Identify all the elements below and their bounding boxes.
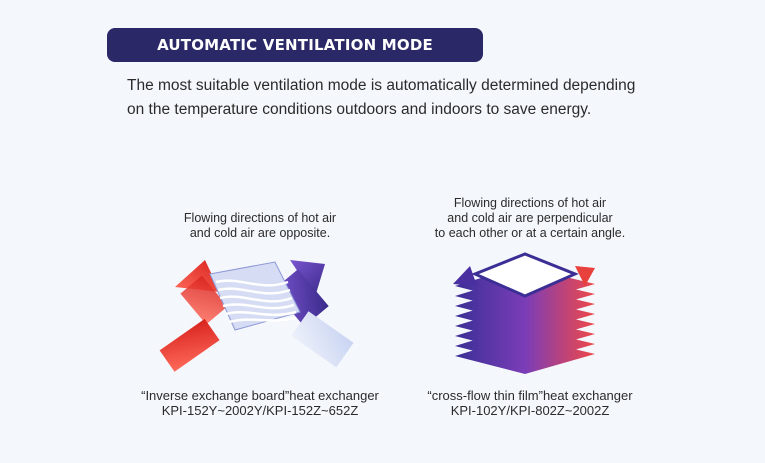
cold-air-arrow-lower xyxy=(291,311,354,368)
right-caption-line-2: and cold air are perpendicular xyxy=(447,211,613,225)
cold-air-arrow xyxy=(453,266,477,286)
cross-flow-thin-film-illustration xyxy=(453,252,595,374)
right-caption-line-3: to each other or at a certain angle. xyxy=(434,226,626,240)
left-caption: Flowing directions of hot air and cold a… xyxy=(150,211,370,241)
section-title: AUTOMATIC VENTILATION MODE xyxy=(157,36,433,54)
section-title-pill: AUTOMATIC VENTILATION MODE xyxy=(107,28,483,62)
exchange-board xyxy=(209,261,301,331)
hot-air-arrow xyxy=(575,266,595,286)
intro-text: The most suitable ventilation mode is au… xyxy=(127,74,687,122)
left-label-line-1: “Inverse exchange board”heat exchanger xyxy=(141,388,379,403)
right-caption-line-1: Flowing directions of hot air xyxy=(453,196,607,210)
right-label-line-1: “cross-flow thin film”heat exchanger xyxy=(427,388,633,403)
inverse-exchange-board-illustration xyxy=(159,260,354,372)
intro-line-1: The most suitable ventilation mode is au… xyxy=(127,77,636,94)
right-label-line-2: KPI-102Y/KPI-802Z~2002Z xyxy=(450,403,610,418)
film-top-plate xyxy=(471,252,579,298)
intro-line-2: on the temperature conditions outdoors a… xyxy=(127,101,592,118)
right-caption: Flowing directions of hot air and cold a… xyxy=(405,196,655,241)
right-label: “cross-flow thin film”heat exchanger KPI… xyxy=(385,388,675,418)
left-label: “Inverse exchange board”heat exchanger K… xyxy=(115,388,405,418)
cold-air-arrow-upper xyxy=(273,260,329,327)
left-label-line-2: KPI-152Y~2002Y/KPI-152Z~652Z xyxy=(161,403,359,418)
hot-air-arrow-lower xyxy=(159,318,220,372)
hot-air-arrow-upper xyxy=(175,260,228,325)
left-caption-line-1: Flowing directions of hot air xyxy=(183,211,337,225)
left-caption-line-2: and cold air are opposite. xyxy=(189,226,331,240)
